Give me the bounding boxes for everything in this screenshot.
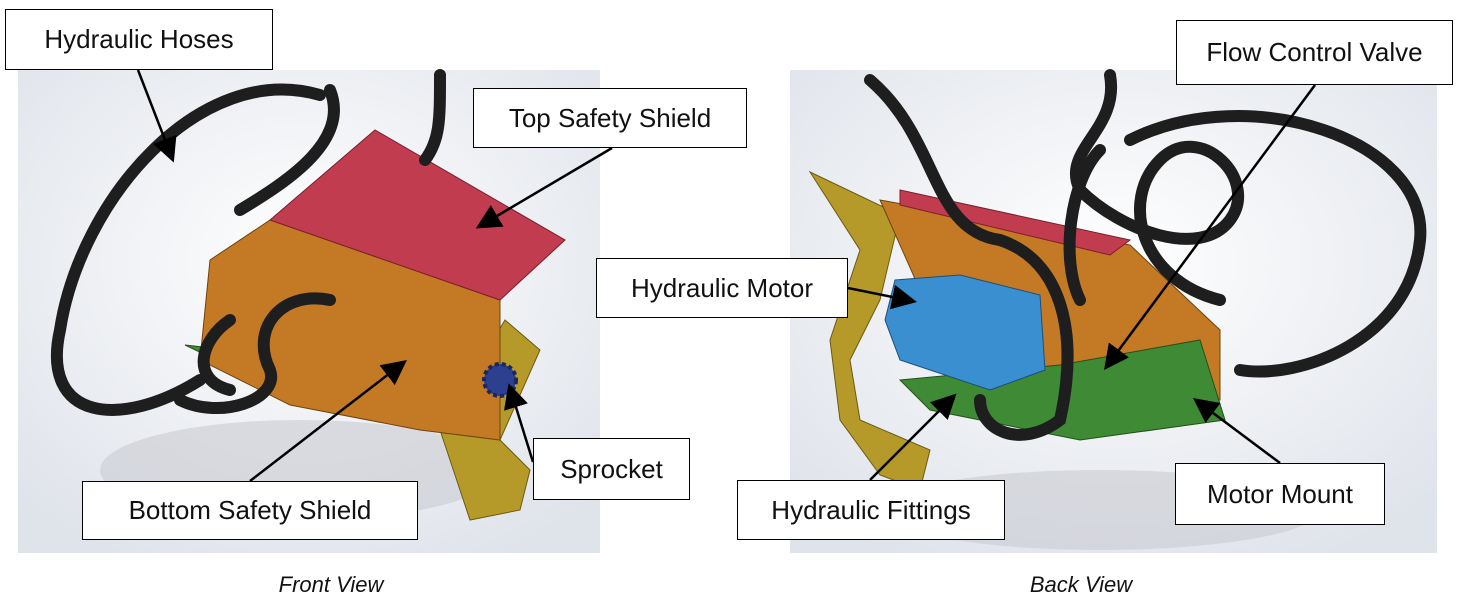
arrow-top-safety-shield — [475, 146, 613, 229]
arrow-motor-mount — [1192, 398, 1281, 465]
back-hoses — [864, 69, 1427, 441]
label-top-safety-shield: Top Safety Shield — [473, 88, 747, 148]
arrow-bottom-safety-shield — [249, 359, 407, 482]
label-bottom-safety-shield: Bottom Safety Shield — [82, 481, 418, 540]
callout-arrows — [136, 69, 1317, 482]
label-flow-control-valve: Flow Control Valve — [1176, 20, 1453, 85]
arrow-flow-control-valve — [1104, 84, 1317, 371]
label-motor-mount: Motor Mount — [1175, 463, 1385, 525]
label-hydraulic-motor: Hydraulic Motor — [596, 258, 848, 318]
caption-front-view: Front View — [278, 572, 384, 597]
arrow-hydraulic-motor — [847, 284, 917, 310]
arrow-hydraulic-fittings — [869, 393, 957, 481]
front-hoses — [50, 69, 446, 416]
caption-back-view: Back View — [1029, 572, 1133, 597]
label-hydraulic-fittings: Hydraulic Fittings — [737, 480, 1005, 540]
arrow-hydraulic-hoses — [136, 69, 177, 163]
arrow-sprocket — [503, 383, 535, 463]
label-hydraulic-hoses: Hydraulic Hoses — [5, 9, 273, 70]
label-sprocket: Sprocket — [533, 438, 690, 500]
